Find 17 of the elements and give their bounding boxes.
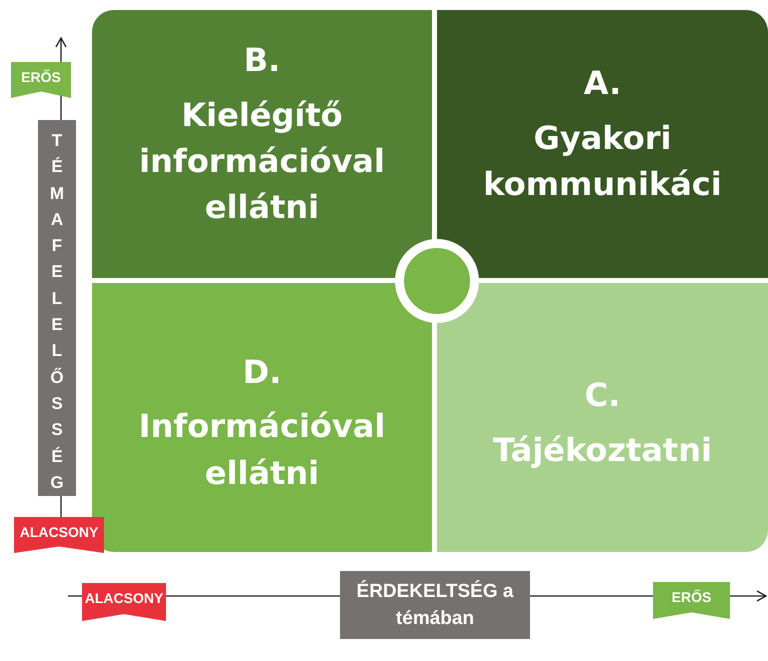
quadrant-title: Tájékoztatni — [493, 430, 712, 470]
low-banner: ALACSONY — [14, 517, 104, 553]
quadrant-panel — [437, 10, 768, 278]
quadrant-panel — [437, 283, 768, 552]
quadrant-letter: D. — [242, 352, 282, 393]
quadrant-letter: C. — [584, 375, 620, 416]
quadrant-letter: B. — [244, 40, 280, 82]
low-banner: ALACSONY — [82, 583, 166, 621]
quadrant-title: Gyakori kommunikáci — [482, 118, 723, 206]
axis-title: ÉRDEKELTSÉG a témában — [340, 571, 530, 639]
axis-title: TÉMAFELELŐSSÉG — [38, 120, 76, 496]
high-banner: ERŐS — [11, 62, 71, 98]
quadrant-panel — [92, 10, 432, 278]
high-banner: ERŐS — [653, 582, 730, 619]
quadrant-title: Információval ellátni — [138, 406, 386, 494]
quadrant-letter: A. — [584, 63, 622, 104]
quadrant-title: Kielégítő információval ellátni — [138, 94, 386, 228]
